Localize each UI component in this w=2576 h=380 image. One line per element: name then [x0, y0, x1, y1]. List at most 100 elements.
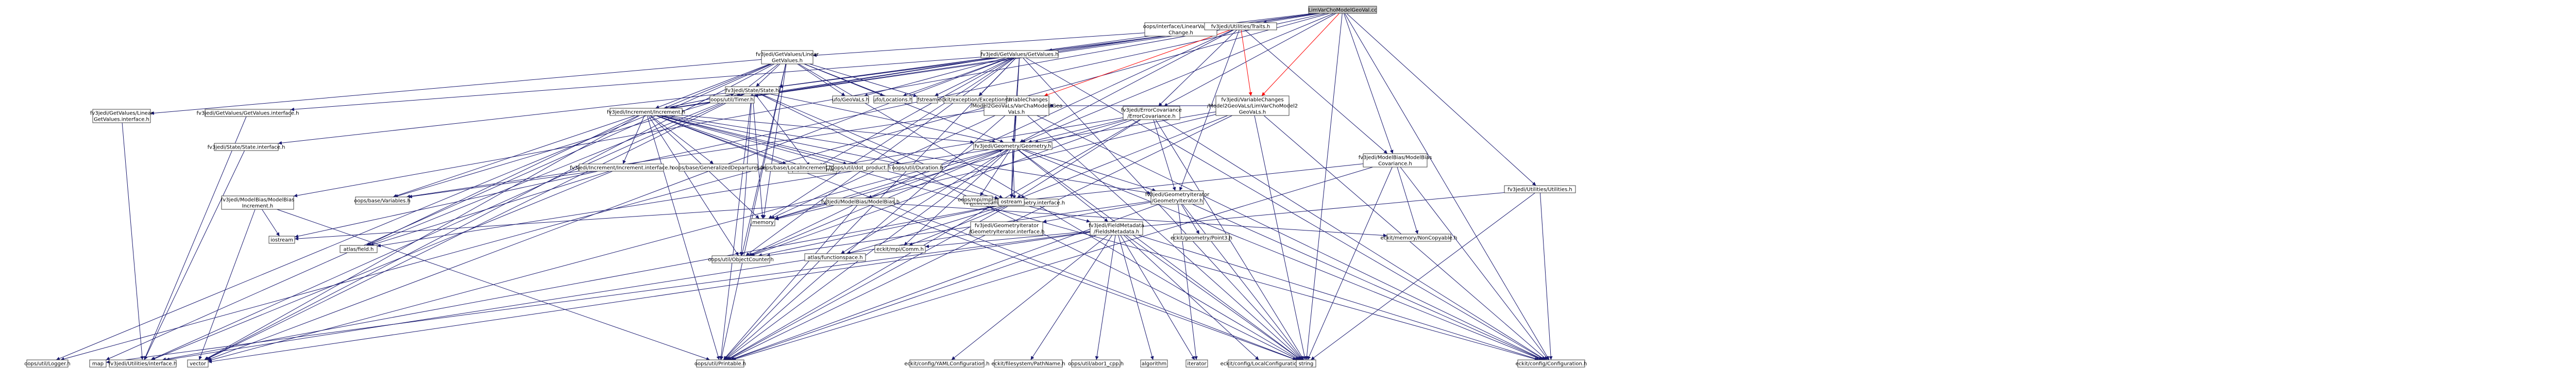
include-edge-error-covariance-to-oops-datetime — [834, 117, 1124, 168]
include-edge-state-interface-to-utilities-interface — [144, 150, 245, 360]
node-box — [994, 359, 1063, 368]
node-eckit-configuration[interactable]: eckit/config/Configuration.h — [1516, 359, 1587, 368]
node-oops-logger[interactable]: oops/util/Logger.h — [24, 359, 71, 368]
node-box — [1071, 359, 1121, 368]
include-edge-increment-to-oops-datetime — [656, 115, 802, 167]
node-iostream[interactable]: iostream — [268, 236, 295, 244]
node-box — [1215, 95, 1290, 116]
node-traits[interactable]: fv3jedi/Utilities/Traits.h — [1204, 22, 1277, 30]
node-fstream[interactable]: fstream — [917, 95, 938, 104]
node-utilities-interface[interactable]: fv3jedi/Utilities/interface.h — [109, 359, 177, 368]
node-box — [205, 109, 291, 117]
include-edge-root-to-lvc-limvarcho — [1261, 13, 1340, 96]
node-box — [340, 245, 378, 253]
node-getvalues[interactable]: fv3jedi/GetValues/GetValues.h — [980, 50, 1059, 58]
node-label: GeoVaLs.h — [1239, 110, 1266, 115]
node-geometry-iterator[interactable]: fv3jedi/GeometryIterator/GeometryIterato… — [1145, 190, 1210, 205]
node-label: fv3jedi/Utilities/interface.h — [109, 361, 177, 367]
node-field-metadata[interactable]: fv3jedi/FieldMetadata/FieldsMetadata.h — [1089, 221, 1144, 236]
include-edge-geometry-to-geometry-interface — [1012, 149, 1016, 200]
node-label: fv3jedi/Utilities/Utilities.h — [1507, 187, 1572, 193]
include-edge-geometry-iterator-to-iterator — [1178, 204, 1198, 360]
node-box — [1185, 359, 1208, 368]
include-edge-root-to-string — [1304, 13, 1343, 360]
node-label: fv3jedi/VariableChanges — [1221, 97, 1283, 103]
node-box — [998, 197, 1025, 206]
node-oops-variables[interactable]: oops/base/Variables.h — [354, 196, 411, 205]
node-state[interactable]: fv3jedi/State/State.h — [725, 86, 779, 94]
node-increment[interactable]: fv3jedi/Increment/Increment.h — [607, 108, 685, 116]
include-edge-increment-to-oops-object-counter — [648, 115, 739, 256]
node-increment-interface[interactable]: fv3jedi/Increment/Increment.interface.h — [570, 163, 673, 172]
node-box — [579, 163, 664, 172]
node-oops-timer[interactable]: oops/util/Timer.h — [709, 95, 755, 104]
include-edge-state-to-oops-variables — [394, 93, 740, 198]
node-atlas-field[interactable]: atlas/field.h — [340, 245, 378, 253]
node-eckit-pathname[interactable]: eckit/filesystem/PathName.h — [991, 359, 1065, 368]
include-edge-increment-to-geometry — [682, 114, 974, 144]
include-edge-getvalues-to-fstream — [935, 57, 1012, 96]
node-getvalues-interface[interactable]: fv3jedi/GetValues/GetValues.interface.h — [197, 109, 299, 117]
node-string[interactable]: string — [1296, 359, 1316, 368]
node-eckit-comm[interactable]: eckit/mpi/Comm.h — [874, 245, 926, 253]
node-atlas-functionspace[interactable]: atlas/functionspace.h — [804, 253, 866, 261]
node-error-covariance[interactable]: fv3jedi/ErrorCovariance/ErrorCovariance.… — [1121, 106, 1182, 120]
node-oops-object-counter[interactable]: oops/util/ObjectCounter.h — [708, 255, 774, 263]
node-modelbias[interactable]: fv3jedi/ModelBias/ModelBias.h — [821, 197, 900, 206]
node-iterator[interactable]: iterator — [1185, 359, 1208, 368]
node-map[interactable]: map — [89, 359, 107, 368]
node-box — [970, 221, 1043, 236]
include-edge-error-covariance-to-oops-object-counter — [751, 119, 1133, 256]
node-ufo-geovals[interactable]: ufo/GeoVaLs.h — [832, 95, 869, 104]
node-geometry-iterator-interface[interactable]: fv3jedi/GeometryIterator/GeometryIterato… — [969, 221, 1045, 236]
node-linear-getvalues-interface[interactable]: fv3jedi/GetValues/LinearGetValues.interf… — [90, 109, 154, 123]
node-label: /GeometryIterator.h — [1151, 199, 1202, 204]
node-ostream[interactable]: ostream — [998, 197, 1025, 206]
node-eckit-noncopyable[interactable]: eckit/memory/NonCopyable.h — [1381, 234, 1458, 242]
include-edge-modelbias-to-eckit-noncopyable — [894, 203, 1387, 238]
node-root[interactable]: LimVarChoModelGeoVal.cc — [1308, 6, 1377, 14]
node-ufo-locations[interactable]: ufo/Locations.h — [873, 95, 912, 104]
node-box — [1504, 185, 1576, 193]
node-label: fv3jedi/ModelBias/ModelBias.h — [821, 200, 900, 205]
node-oops-duration[interactable]: oops/util/Duration.h — [892, 163, 943, 172]
node-state-interface[interactable]: fv3jedi/State/State.interface.h — [208, 143, 285, 151]
node-oops-generalized-departures[interactable]: oops/base/GeneralizedDepartures.h — [672, 163, 765, 172]
node-lvc-limvarcho[interactable]: fv3jedi/VariableChanges/Model2GeoVaLs/Li… — [1207, 95, 1298, 116]
include-edge-linear-getvalues-to-fstream — [809, 63, 918, 97]
include-edge-state-to-ostream — [760, 93, 1003, 199]
node-label: ostream — [1001, 200, 1022, 205]
node-utilities[interactable]: fv3jedi/Utilities/Utilities.h — [1504, 185, 1576, 193]
include-edge-field-metadata-to-algorithm — [1118, 235, 1154, 360]
node-box — [963, 195, 993, 204]
include-edge-utilities-to-eckit-configuration — [1539, 192, 1553, 360]
include-edge-utilities-to-eckit-comm — [925, 192, 1505, 249]
node-eckit-local-configuration[interactable]: eckit/config/LocalConfiguration.h — [1221, 359, 1306, 368]
include-edge-lvc-getvalues-to-oops-variables — [406, 110, 985, 199]
node-vector[interactable]: vector — [187, 359, 209, 368]
node-oops-dot-product[interactable]: oops/util/dot_product.h — [831, 163, 891, 172]
node-memory[interactable]: memory — [751, 218, 775, 226]
include-edge-geometry-to-oops-printable — [725, 149, 1008, 360]
node-box — [355, 196, 410, 205]
node-eckit-yaml-configuration[interactable]: eckit/config/YAMLConfiguration.h — [904, 359, 990, 368]
node-label: fv3jedi/Increment/Increment.interface.h — [570, 166, 673, 171]
include-edge-modelbias-to-string — [870, 205, 1297, 361]
node-box — [765, 163, 827, 172]
include-edge-state-to-oops-object-counter — [739, 93, 753, 256]
node-oops-local-increment[interactable]: oops/base/LocalIncrement.h — [760, 163, 833, 172]
node-label: /Model2GeoVaLs/LimVarChoModel2 — [1207, 104, 1298, 109]
node-label: iterator — [1187, 361, 1207, 367]
node-algorithm[interactable]: algorithm — [1140, 359, 1168, 368]
node-oops-abor1[interactable]: oops/util/abor1_cpp.h — [1068, 359, 1124, 368]
node-oops-printable[interactable]: oops/util/Printable.h — [694, 359, 746, 368]
include-edge-geometry-iterator-to-eckit-point3 — [1181, 204, 1200, 235]
node-eckit-point3[interactable]: eckit/geometry/Point3.h — [1171, 234, 1232, 242]
node-eckit-exceptions[interactable]: eckit/exception/Exceptions.h — [938, 95, 1012, 104]
node-label: fv3jedi/Geometry/Geometry.h — [975, 144, 1051, 150]
node-oops-mpi[interactable]: oops/mpi/mpi.h — [958, 195, 998, 204]
node-geometry[interactable]: fv3jedi/Geometry/Geometry.h — [973, 142, 1053, 150]
